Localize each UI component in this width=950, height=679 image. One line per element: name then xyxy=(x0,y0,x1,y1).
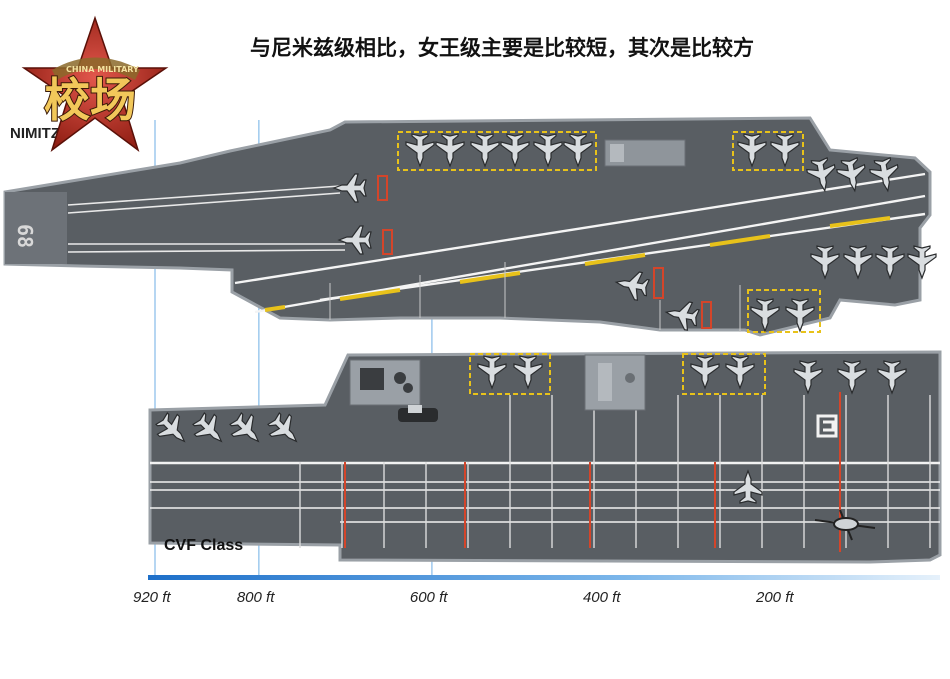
nimitz-aircraft xyxy=(332,133,937,333)
fighter-jet-icon xyxy=(500,133,530,168)
scale-tick-label: 920 ft xyxy=(133,589,171,606)
red-star-icon xyxy=(21,15,169,152)
fighter-jet-icon xyxy=(843,245,873,280)
fighter-jet-icon xyxy=(513,355,543,390)
caption-text: 与尼米兹级相比，女王级主要是比较短，其次是比较方 xyxy=(250,36,754,60)
fighter-jet-icon xyxy=(907,245,937,280)
logo-text: 校场 xyxy=(44,73,136,127)
fighter-jet-icon xyxy=(563,133,593,168)
fighter-jet-icon xyxy=(664,301,701,331)
nimitz-bow-block xyxy=(5,192,67,264)
cvf-parking-boxes xyxy=(469,353,766,395)
fighter-jet-icon xyxy=(470,133,500,168)
nimitz-hull-number: 68 xyxy=(13,224,37,248)
fighter-jet-icon xyxy=(725,355,755,390)
cvf-transverse-lines xyxy=(299,395,931,548)
scale-tick-labels: 920 ft 800 ft 600 ft 400 ft 200 ft xyxy=(133,589,794,606)
scale-bar: 920 ft 800 ft 600 ft 400 ft 200 ft xyxy=(133,575,940,606)
nimitz-parking-boxes xyxy=(397,131,821,333)
cvf-hull-outline xyxy=(148,350,942,564)
logo-ribbon xyxy=(52,57,140,80)
fighter-jet-icon xyxy=(810,245,840,280)
fighter-jet-icon xyxy=(192,412,223,443)
logo-subtext: CHINA MILITARY xyxy=(66,65,139,74)
fighter-jet-icon xyxy=(477,355,507,390)
cvf-helicopter xyxy=(814,509,876,541)
nimitz-island-detail xyxy=(610,144,624,162)
cvf-carrier: CVF Class xyxy=(148,350,942,564)
fighter-jet-icon xyxy=(533,133,563,168)
fighter-jet-icon xyxy=(155,412,186,443)
scale-tick-label: 800 ft xyxy=(237,589,275,606)
fighter-jet-icon xyxy=(877,360,907,395)
fighter-jet-icon xyxy=(806,156,836,193)
nimitz-yellow-dashes xyxy=(264,216,891,312)
scale-tick-label: 600 ft xyxy=(410,589,448,606)
fighter-jet-icon xyxy=(229,412,260,443)
cvf-aircraft xyxy=(155,355,907,504)
fighter-jet-icon xyxy=(267,412,298,443)
fighter-jet-icon xyxy=(733,469,763,504)
nimitz-label: NIMITZ xyxy=(10,125,60,142)
nimitz-hull-outline xyxy=(3,116,932,337)
nimitz-red-markers xyxy=(377,175,712,329)
fighter-jet-icon xyxy=(737,133,767,168)
fighter-jet-icon xyxy=(332,173,367,203)
fighter-jet-icon xyxy=(770,133,800,168)
fighter-jet-icon xyxy=(837,360,867,395)
fighter-jet-icon xyxy=(614,271,651,301)
jiaochang-logo: CHINA MILITARY 校场 xyxy=(21,15,169,152)
nimitz-carrier: 68 xyxy=(3,116,937,337)
cvf-forward-island xyxy=(349,359,421,406)
fighter-jet-icon xyxy=(690,355,720,390)
fighter-jet-icon xyxy=(337,225,372,255)
fighter-jet-icon xyxy=(869,156,899,193)
scale-tick-label: 200 ft xyxy=(755,589,794,606)
fighter-jet-icon xyxy=(405,133,435,168)
cvf-deck-vehicle xyxy=(398,405,438,422)
nimitz-catapult-lines xyxy=(67,185,346,253)
scale-bar-gradient xyxy=(148,575,940,580)
fighter-jet-icon xyxy=(750,298,780,333)
cvf-elevator-marking xyxy=(816,414,838,438)
fighter-jet-icon xyxy=(875,245,905,280)
cvf-aft-island xyxy=(584,354,646,411)
fighter-jet-icon xyxy=(785,298,815,333)
fighter-jet-icon xyxy=(435,133,465,168)
scale-tick-label: 400 ft xyxy=(583,589,621,606)
cvf-label: CVF Class xyxy=(164,537,243,554)
nimitz-structure-lines xyxy=(329,262,741,332)
fighter-jet-icon xyxy=(836,156,866,193)
fighter-jet-icon xyxy=(793,360,823,395)
